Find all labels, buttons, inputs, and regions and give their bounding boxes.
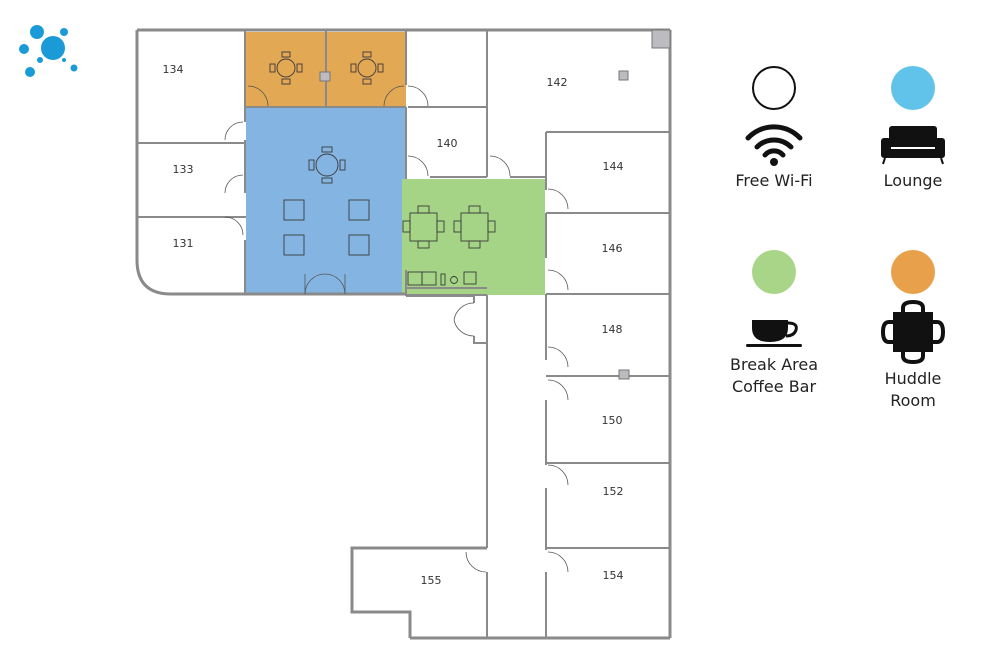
room-label: 148 <box>602 323 623 336</box>
legend-label: Coffee Bar <box>731 377 817 396</box>
room-label: 146 <box>602 242 623 255</box>
floor-plan: 134 133 131 140 142 144 146 148 150 152 … <box>135 28 672 640</box>
huddle-swatch <box>891 250 935 294</box>
door-swings <box>224 85 569 573</box>
coffee-cup-icon <box>746 320 802 347</box>
room-label: 131 <box>173 237 194 250</box>
room-label: 142 <box>547 76 568 89</box>
table-chairs-icon <box>881 300 945 364</box>
lounge-area[interactable] <box>246 108 406 294</box>
legend-wifi: Free Wi-Fi <box>714 66 834 192</box>
room-label: 155 <box>421 574 442 587</box>
pillar <box>651 29 671 49</box>
legend-break-area: Break Area Coffee Bar <box>714 250 834 398</box>
column <box>618 369 630 380</box>
wifi-swatch <box>752 66 796 110</box>
sofa-icon <box>881 126 945 165</box>
room-label: 154 <box>603 569 624 582</box>
room-label: 133 <box>173 163 194 176</box>
legend-label: Huddle <box>884 369 942 388</box>
legend-lounge: Lounge <box>853 66 973 192</box>
legend-huddle-room: Huddle Room <box>853 250 973 412</box>
legend-label: Room <box>890 391 936 410</box>
lounge-swatch <box>891 66 935 110</box>
wifi-icon <box>745 124 803 166</box>
room-label: 134 <box>163 63 184 76</box>
column <box>618 70 629 81</box>
furniture <box>269 51 496 286</box>
legend-label: Free Wi-Fi <box>735 171 813 190</box>
bubbles-logo-icon <box>19 25 78 77</box>
inner-walls <box>137 30 670 638</box>
break-area[interactable] <box>402 179 545 295</box>
legend-label: Lounge <box>883 171 943 190</box>
huddle-room-2[interactable] <box>327 32 406 107</box>
huddle-room-1[interactable] <box>246 32 326 107</box>
room-label: 150 <box>602 414 623 427</box>
legend-label: Break Area <box>729 355 819 374</box>
room-label: 140 <box>437 137 458 150</box>
room-label: 152 <box>603 485 624 498</box>
break-swatch <box>752 250 796 294</box>
room-label: 144 <box>603 160 624 173</box>
column <box>319 71 331 82</box>
